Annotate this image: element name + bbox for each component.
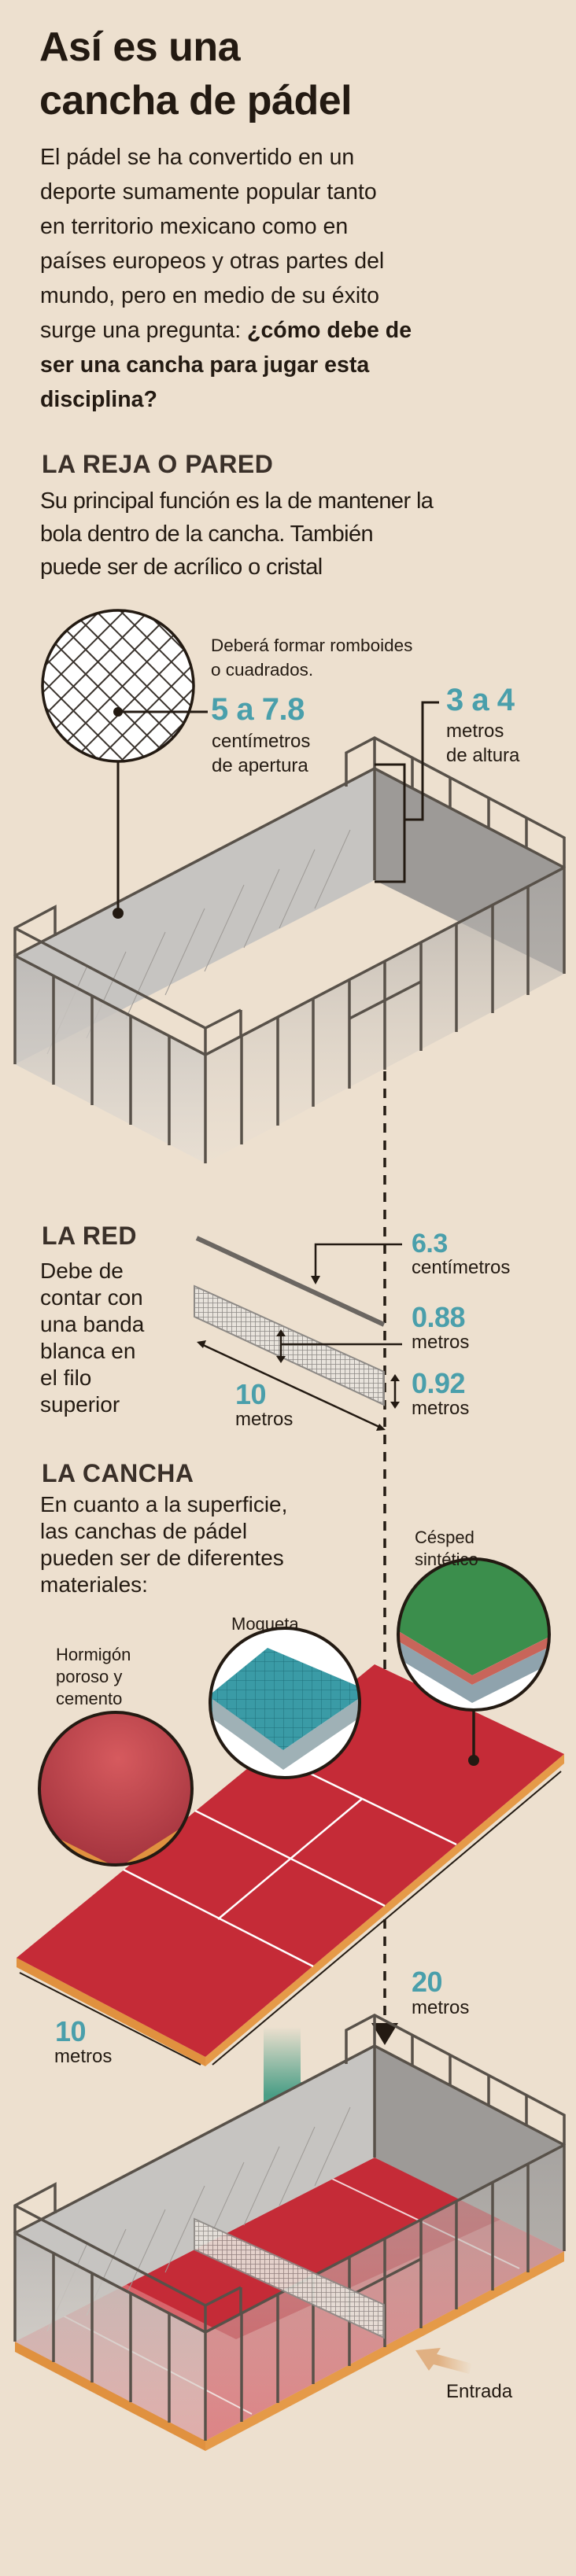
label-line: poroso y [56, 1667, 123, 1686]
court-illustration [17, 1664, 564, 2066]
height-unit: metros de altura [446, 719, 519, 768]
intro-line: El pádel se ha convertido en un [40, 145, 355, 170]
court-width-unit: metros [54, 2046, 113, 2067]
label-line: sintético [415, 1550, 478, 1569]
reja-line: Su principal función es la de mantener l… [40, 488, 434, 514]
intro-line: en territorio mexicano como en [40, 214, 349, 239]
intro-question: disciplina? [40, 387, 157, 412]
title-line: Así es una [39, 24, 241, 70]
net-dimension-arrows [201, 1243, 402, 1429]
cancha-description: En cuanto a la superficie, las canchas d… [40, 1491, 287, 1598]
mesh-note-line: o cuadrados. [211, 660, 314, 680]
cancha-line: pueden ser de diferentes [40, 1546, 284, 1570]
material-hormigon-label: Hormigón poroso y cemento [56, 1644, 131, 1710]
intro-text: surge una pregunta: [40, 318, 248, 343]
center-height-value: 0.88 [412, 1301, 466, 1333]
entrance-label: Entrada [446, 2381, 513, 2402]
net-illustration [194, 1236, 386, 1406]
band-value: 6.3 [412, 1229, 448, 1259]
intro-question: ser una cancha para jugar esta [40, 352, 370, 378]
mesh-note-line: Deberá formar romboides [211, 636, 413, 655]
cancha-line: las canchas de pádel [40, 1519, 248, 1543]
red-line: superior [40, 1392, 120, 1417]
red-line: contar con [40, 1285, 143, 1310]
red-line: Debe de [40, 1259, 124, 1283]
reja-line: bola dentro de la cancha. También [40, 521, 374, 547]
red-line: una banda [40, 1312, 145, 1336]
red-line: el filo [40, 1365, 92, 1390]
material-cesped-label: Césped sintético [415, 1527, 478, 1571]
intro-line: deporte sumamente popular tanto [40, 179, 377, 205]
entrance-arrow-icon [415, 2348, 472, 2374]
intro-question: ¿cómo debe de [247, 318, 412, 343]
material-hormigon-circle [38, 1711, 194, 1867]
cancha-heading: LA CANCHA [42, 1459, 194, 1487]
cage-illustration [13, 736, 566, 1165]
intro-line: mundo, pero en medio de su éxito [40, 283, 379, 308]
court-width-value: 10 [55, 2015, 87, 2047]
material-moqueta-label: Moqueta [231, 1614, 299, 1634]
court-length-value: 20 [412, 1966, 443, 1998]
mesh-detail-circle [41, 609, 208, 919]
material-cesped-circle [397, 1557, 551, 1766]
court-length-unit: metros [412, 1997, 470, 2018]
cancha-line: En cuanto a la superficie, [40, 1492, 288, 1516]
band-unit: centímetros [412, 1257, 511, 1278]
opening-unit: centímetros de apertura [212, 729, 310, 778]
label-line: Hormigón [56, 1645, 131, 1664]
red-description: Debe de contar con una banda blanca en e… [40, 1258, 144, 1418]
unit-line: de altura [446, 745, 520, 766]
mesh-note: Deberá formar romboides o cuadrados. [211, 633, 412, 682]
height-value: 3 a 4 [446, 683, 515, 717]
intro-line: surge una pregunta: ¿cómo debe de [40, 313, 412, 348]
net-length-unit: metros [235, 1409, 294, 1430]
guide-arrowhead [371, 2023, 398, 2045]
reja-description: Su principal función es la de mantener l… [40, 485, 434, 584]
unit-line: metros [446, 720, 504, 742]
red-line: blanca en [40, 1339, 136, 1363]
opening-value: 5 a 7.8 [211, 692, 305, 727]
label-line: Césped [415, 1528, 474, 1547]
unit-line: de apertura [212, 755, 308, 776]
material-moqueta-circle [209, 1627, 361, 1779]
post-height-value: 0.92 [412, 1367, 466, 1399]
reja-heading: LA REJA O PARED [42, 450, 274, 478]
arrowheads [197, 1276, 400, 1431]
title-line: cancha de pádel [39, 78, 353, 123]
net-length-value: 10 [235, 1378, 267, 1410]
reja-line: puede ser de acrílico o cristal [40, 555, 323, 580]
page-title: Así es una cancha de pádel [39, 20, 353, 127]
intro-line: países europeos y otras partes del [40, 249, 385, 274]
post-height-unit: metros [412, 1398, 470, 1419]
label-line: cemento [56, 1689, 123, 1708]
cancha-line: materiales: [40, 1572, 148, 1597]
height-bracket [375, 701, 439, 883]
unit-line: centímetros [212, 731, 311, 752]
assembled-court [13, 2014, 566, 2451]
red-heading: LA RED [42, 1222, 137, 1250]
intro-paragraph: El pádel se ha convertido en un deporte … [40, 140, 412, 417]
court-dimension-arrows [19, 1771, 562, 2066]
center-height-unit: metros [412, 1332, 470, 1353]
